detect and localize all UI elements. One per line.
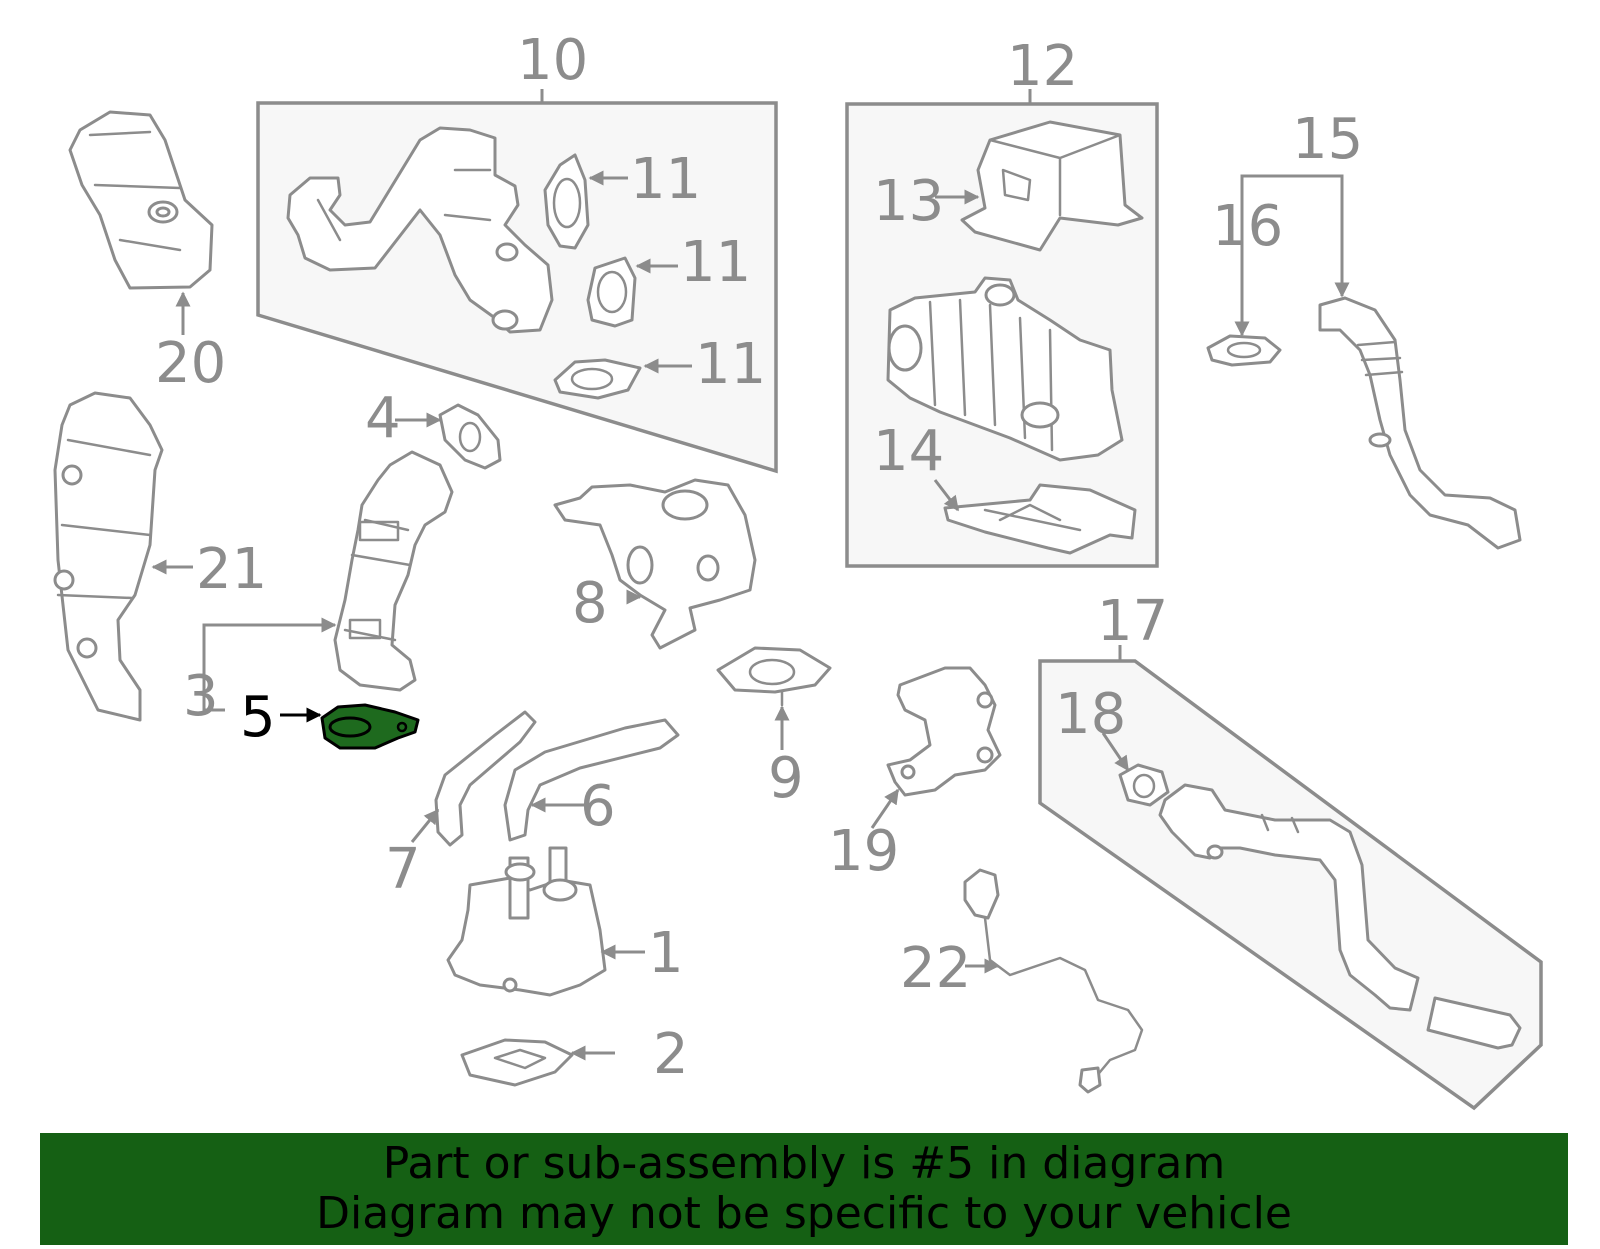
part-15-pipe[interactable]: [1318, 296, 1522, 550]
part-6-hose[interactable]: [503, 718, 680, 842]
part-11-gasket-c[interactable]: [553, 358, 642, 400]
callout-5: 5: [240, 685, 276, 750]
callout-20: 20: [155, 331, 226, 396]
callout-21: 21: [196, 537, 267, 602]
part-17-pipe[interactable]: [1158, 783, 1522, 1050]
callout-11-c: 11: [695, 332, 766, 397]
callout-14: 14: [873, 419, 944, 484]
part-13-bracket[interactable]: [960, 120, 1144, 252]
part-2-gasket[interactable]: [460, 1038, 574, 1087]
banner-background: [40, 1133, 1568, 1245]
callout-13: 13: [873, 169, 944, 234]
callout-11-b: 11: [680, 230, 751, 295]
callout-18: 18: [1055, 682, 1126, 747]
callout-9: 9: [768, 746, 804, 811]
callout-19: 19: [828, 819, 899, 884]
callout-22: 22: [900, 936, 971, 1001]
part-11-gasket-b[interactable]: [586, 256, 637, 328]
part-4-gasket[interactable]: [438, 403, 502, 470]
part-16-gasket[interactable]: [1206, 334, 1282, 367]
part-7-hose[interactable]: [434, 710, 537, 847]
part-18-gasket[interactable]: [1118, 763, 1170, 807]
part-9-gasket[interactable]: [716, 646, 832, 707]
leader-lines: [151, 170, 1350, 1061]
part-12-egr-cooler[interactable]: [886, 276, 1124, 462]
part-14-bracket[interactable]: [943, 483, 1137, 555]
callout-15: 15: [1292, 107, 1363, 172]
part-1-egr-valve-assembly[interactable]: [446, 846, 607, 997]
callout-4: 4: [365, 386, 401, 451]
info-banner: Part or sub-assembly is #5 in diagram Di…: [40, 1133, 1568, 1245]
part-21-heat-shield[interactable]: [53, 391, 164, 722]
callout-1: 1: [648, 921, 684, 986]
part-20-heat-shield[interactable]: [68, 110, 214, 290]
callout-7: 7: [385, 837, 421, 902]
callout-10: 10: [517, 28, 588, 93]
callout-11-a: 11: [630, 147, 701, 212]
part-8-egr-valve[interactable]: [553, 478, 757, 650]
callout-6: 6: [580, 774, 616, 839]
callout-3: 3: [183, 664, 219, 729]
callout-labels: 2 1 3 4 5 6 7 8 9 10 11 11 11 12 13 14 1…: [155, 28, 1363, 1087]
callout-2: 2: [653, 1022, 689, 1087]
part-10-egr-pipe[interactable]: [286, 126, 554, 334]
callout-8: 8: [572, 571, 608, 636]
part-3-egr-tube[interactable]: [333, 450, 454, 692]
callout-17: 17: [1097, 589, 1168, 654]
part-22-oxygen-sensor[interactable]: [963, 868, 1144, 1094]
group-box-17: [1038, 645, 1543, 1111]
callout-16: 16: [1212, 194, 1283, 259]
part-11-gasket-a[interactable]: [543, 153, 590, 250]
callout-12: 12: [1007, 34, 1078, 99]
part-5-gasket-highlighted[interactable]: [320, 703, 420, 750]
banner-line-2: Diagram may not be specific to your vehi…: [316, 1188, 1292, 1239]
part-19-bracket[interactable]: [886, 666, 1002, 797]
banner-line-1: Part or sub-assembly is #5 in diagram: [382, 1138, 1226, 1189]
